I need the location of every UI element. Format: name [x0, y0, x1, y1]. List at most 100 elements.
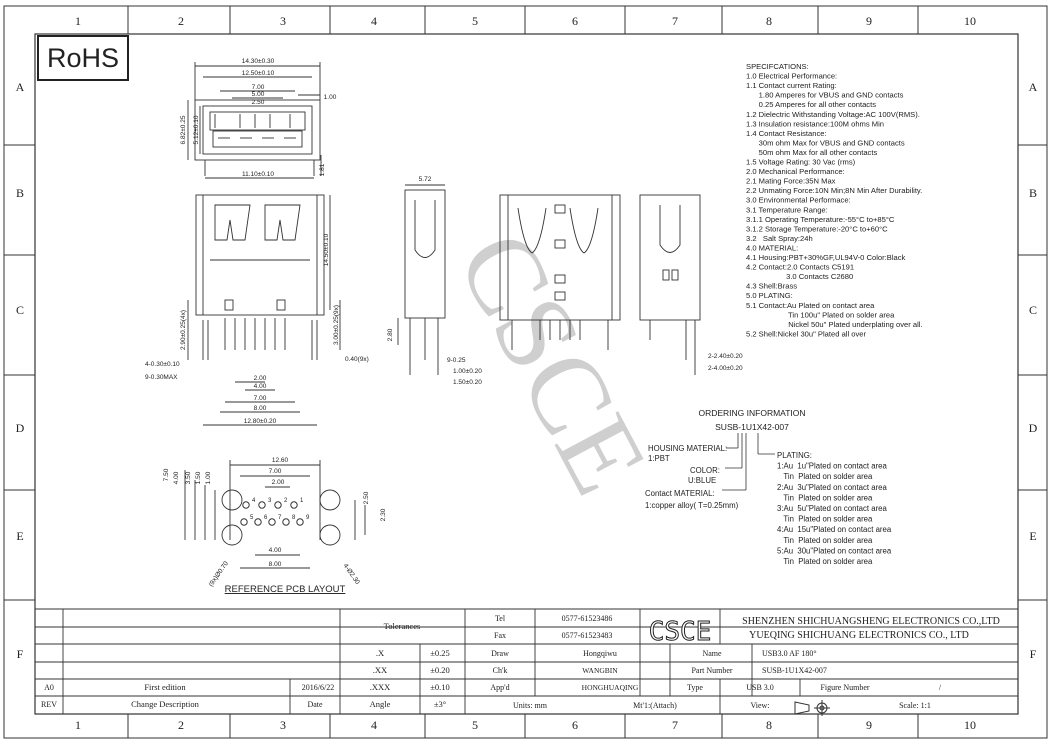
dim-label: 12.80±0.20 — [244, 418, 277, 425]
main-view-dims: 14.50±0.102.90±0.25(4x)3.00±0.25(9x)0.40… — [145, 233, 369, 425]
pcb-pad — [242, 501, 250, 509]
ordering-plating-line: PLATING: — [777, 451, 812, 460]
pcb-pad — [274, 501, 282, 509]
dim-label: 1.50 — [195, 471, 202, 484]
pcb-layout — [184, 460, 366, 569]
spec-line: 4.0 MATERIAL: — [746, 243, 798, 252]
pcb-pin-number: 4 — [252, 498, 256, 504]
grid-col-label: 5 — [472, 718, 478, 732]
grid-col-label: 10 — [964, 718, 976, 732]
tolerance-value: ±3° — [434, 699, 446, 709]
tolerances-label: Tolerances — [384, 621, 421, 631]
pcb-pad — [296, 518, 304, 526]
dim-label: 3.50 — [185, 471, 192, 484]
ordering-housing-value: 1:PBT — [648, 454, 670, 463]
grid-col-label: 10 — [964, 14, 976, 28]
dim-label: 7.00 — [252, 84, 265, 91]
dim-label: 11.10±0.10 — [242, 171, 274, 178]
dim-label: 2.90±0.25(4x) — [180, 310, 187, 350]
grid-row-label: A — [16, 80, 25, 94]
spec-line: 3.2 Salt Spray:24h — [746, 234, 813, 243]
watermark: CSCE — [434, 213, 671, 513]
spec-line: 4.1 Housing:PBT+30%GF,UL94V-0 Color:Blac… — [746, 253, 906, 262]
rev-description: First edition — [144, 682, 186, 692]
units: Units: mm — [513, 701, 548, 710]
type-value: USB 3.0 — [746, 683, 774, 692]
grid-row-label: D — [1029, 421, 1038, 435]
spec-line: 3.0 Contacts C2680 — [746, 272, 853, 281]
pcb-pin-number: 6 — [264, 515, 268, 521]
pcb-pin-number: 7 — [278, 515, 282, 521]
grid-row-label: D — [16, 421, 25, 435]
spec-line: 1.2 Dielectric Withstanding Voltage:AC 1… — [746, 110, 920, 119]
pcb-pad — [254, 518, 262, 526]
check-label: Ch'k — [493, 666, 508, 675]
ordering-plating-line: 4:Au 15u"Plated on contact area — [777, 525, 892, 534]
dim-label: 4.00 — [173, 471, 180, 484]
rev-label: REV — [41, 700, 57, 709]
scale-value: Scale: 1:1 — [899, 701, 931, 710]
grid-col-label: 7 — [672, 718, 678, 732]
grid-col-label: 2 — [178, 718, 184, 732]
spec-line: Nickel 50u" Plated underplating over all… — [746, 320, 923, 329]
ordering-plating-line: 2:Au 3u"Plated on contact area — [777, 483, 887, 492]
grid-row-label: E — [16, 529, 23, 543]
company-logo: CSCE — [649, 617, 712, 647]
fax-value: 0577-61523483 — [562, 631, 613, 640]
spec-line: 1.1 Contact current Rating: — [746, 81, 837, 90]
dim-label: 5.72 — [419, 176, 432, 183]
ordering-information: ORDERING INFORMATION SUSB-1U1X42-007 HOU… — [645, 408, 892, 566]
spec-line: 4.3 Shell:Brass — [746, 282, 797, 291]
ordering-contact-label: Contact MATERIAL: — [645, 489, 715, 498]
grid-col-label: 1 — [75, 718, 81, 732]
side-view — [397, 184, 446, 375]
ordering-plating-line: Tin Plated on solder area — [777, 536, 873, 545]
grid-col-label: 7 — [672, 14, 678, 28]
dim-label: 9-0.25 — [447, 357, 466, 364]
grid-col-label: 3 — [280, 14, 286, 28]
front-view — [187, 62, 322, 179]
dim-label: 8.00 — [254, 405, 267, 412]
dim-label: 2.80 — [387, 328, 394, 341]
pcb-pin-number: 9 — [306, 515, 310, 521]
check-value: WANGBIN — [582, 666, 618, 675]
dim-label: 14.50±0.10 — [323, 233, 330, 266]
dim-label: 2-4.00±0.20 — [708, 365, 743, 372]
pcb-pad — [268, 518, 276, 526]
dim-label: 2.00 — [254, 375, 267, 382]
dim-label: 8.00 — [269, 561, 282, 568]
specifications: SPECIFCATIONS:1.0 Electrical Performance… — [746, 62, 923, 338]
dim-label: 1.50±0.20 — [453, 379, 482, 386]
view-label: View: — [750, 701, 769, 710]
dim-label: 5.12±0.10 — [193, 115, 200, 144]
pcb-pin-number: 2 — [284, 498, 288, 504]
grid-row-label: C — [16, 303, 24, 317]
grid-col-label: 9 — [866, 718, 872, 732]
grid-marks — [4, 6, 1047, 738]
spec-line: 1.5 Voltage Rating: 30 Vac (rms) — [746, 158, 856, 167]
grid-col-label: 4 — [371, 718, 377, 732]
rear-side-view-dims: 2-2.40±0.20 2-4.00±0.20 — [708, 353, 743, 372]
tolerance-key: .XXX — [370, 682, 391, 692]
fax-label: Fax — [494, 631, 506, 640]
grid-row-label: A — [1029, 80, 1038, 94]
spec-line: 0.25 Amperes for all other contacts — [746, 100, 876, 109]
main-view — [187, 194, 341, 426]
grid-col-label: 6 — [572, 14, 578, 28]
tolerance-key: Angle — [370, 699, 391, 709]
change-description-label: Change Description — [131, 699, 199, 709]
dim-label: 4.00 — [254, 383, 267, 390]
spec-line: 4.2 Contact:2.0 Contacts C5191 — [746, 263, 854, 272]
grid-row-label: E — [1029, 529, 1036, 543]
pcb-pin-number: 1 — [300, 498, 304, 504]
spec-line: 1.3 Insulation resistance:100M ohms Min — [746, 119, 884, 128]
approve-label: App'd — [490, 683, 509, 692]
grid-col-label: 4 — [371, 14, 377, 28]
spec-line: 3.1.1 Operating Temperature:-55°C to+85°… — [746, 215, 895, 224]
spec-line: 5.2 Shell:Nickel 30u" Plated all over — [746, 329, 867, 338]
dim-label: 2.50 — [252, 99, 265, 106]
projection-symbol — [794, 700, 830, 716]
grid-col-label: 3 — [280, 718, 286, 732]
dim-label: 2-2.40±0.20 — [708, 353, 743, 360]
